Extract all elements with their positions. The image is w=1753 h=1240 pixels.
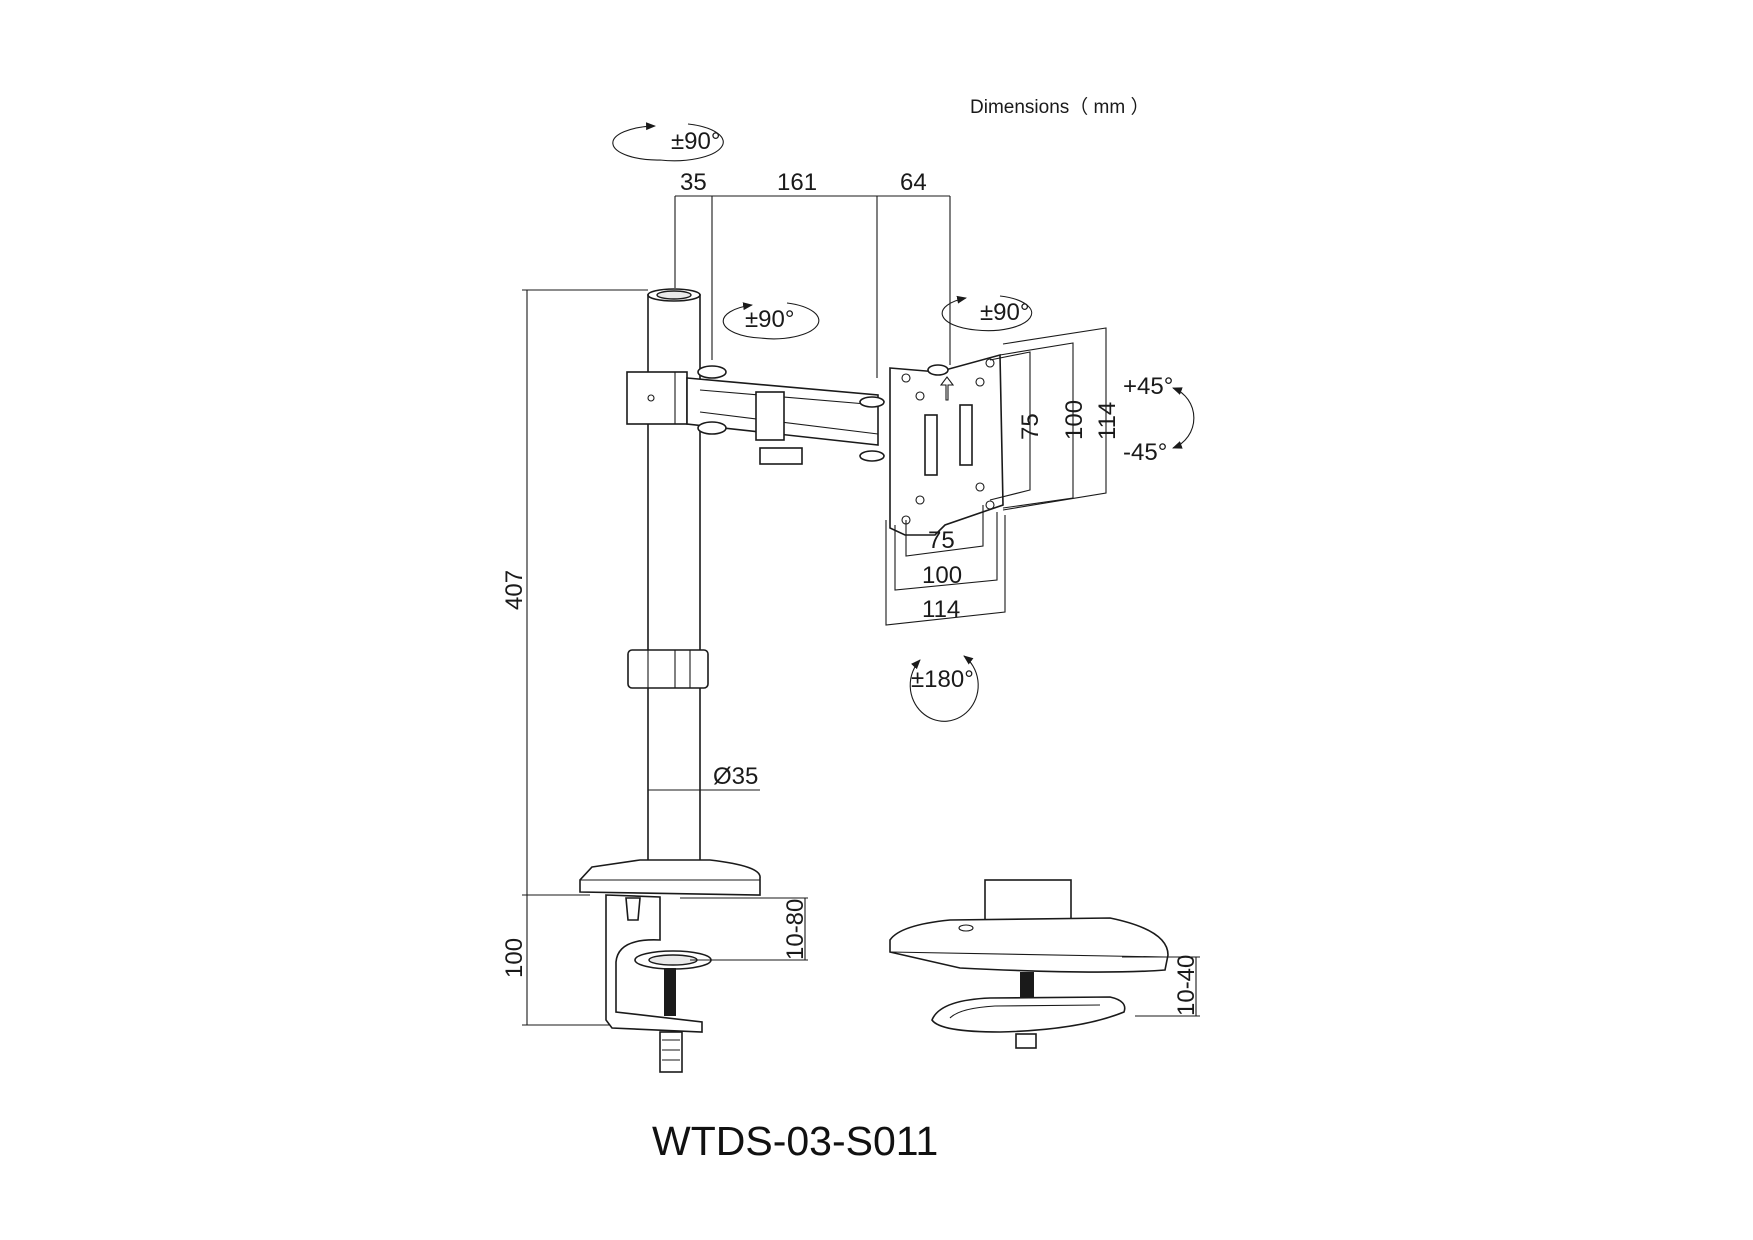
rotation-arm-joint-label: ±90° <box>745 306 794 333</box>
dim-arm-offset: 35 <box>680 169 707 196</box>
tilt-indicator: +45° -45° <box>1123 373 1195 466</box>
clamp-height-dimension: 100 <box>501 895 620 1026</box>
dim-vesa-h-medium: 100 <box>922 562 962 589</box>
arm <box>626 365 885 465</box>
rotation-pole-top: ±90° <box>612 122 724 162</box>
tilt-down-label: -45° <box>1123 439 1167 466</box>
dim-vesa-h-small: 75 <box>928 527 955 554</box>
dim-clamp-height: 100 <box>501 938 528 978</box>
dim-vesa-h-large: 114 <box>922 596 960 623</box>
rotation-pole-top-label: ±90° <box>671 128 720 155</box>
dim-clamp-range: 10-80 <box>782 899 809 960</box>
dim-grommet-range: 10-40 <box>1173 955 1200 1016</box>
rotation-arm-joint: ±90° <box>722 302 820 340</box>
clamp-range-dimension: 10-80 <box>680 897 809 961</box>
dim-vesa-v-medium: 100 <box>1061 400 1088 440</box>
model-code: WTDS-03-S011 <box>652 1118 938 1164</box>
tilt-up-label: +45° <box>1123 373 1173 400</box>
dim-head-offset: 64 <box>900 169 927 196</box>
vesa-vertical-dimensions: 75 100 114 <box>989 327 1121 511</box>
vesa-plate <box>889 353 1004 536</box>
grommet-range-dimension: 10-40 <box>1122 955 1200 1017</box>
pole-height-dimension: 407 <box>501 289 648 896</box>
rotation-screen-label: ±180° <box>911 666 974 693</box>
rotation-head-swivel-label: ±90° <box>980 299 1029 326</box>
dim-vesa-v-large: 114 <box>1094 402 1121 440</box>
dim-pole-height: 407 <box>501 570 528 610</box>
dim-pole-diameter: Ø35 <box>713 763 758 790</box>
pole-diameter-dimension: Ø35 <box>648 763 760 791</box>
top-dimension-chain: 35 161 64 <box>674 169 951 378</box>
rotation-head-swivel: ±90° <box>941 295 1033 332</box>
grommet-mount <box>889 879 1169 1049</box>
units-label: Dimensions（ mm ） <box>970 96 1149 118</box>
dim-vesa-v-small: 75 <box>1017 413 1044 440</box>
rotation-screen: ±180° <box>909 655 979 722</box>
vesa-horizontal-dimensions: 75 100 114 <box>885 505 1006 626</box>
desk-clamp <box>579 859 761 1073</box>
dim-arm-length: 161 <box>777 169 817 196</box>
